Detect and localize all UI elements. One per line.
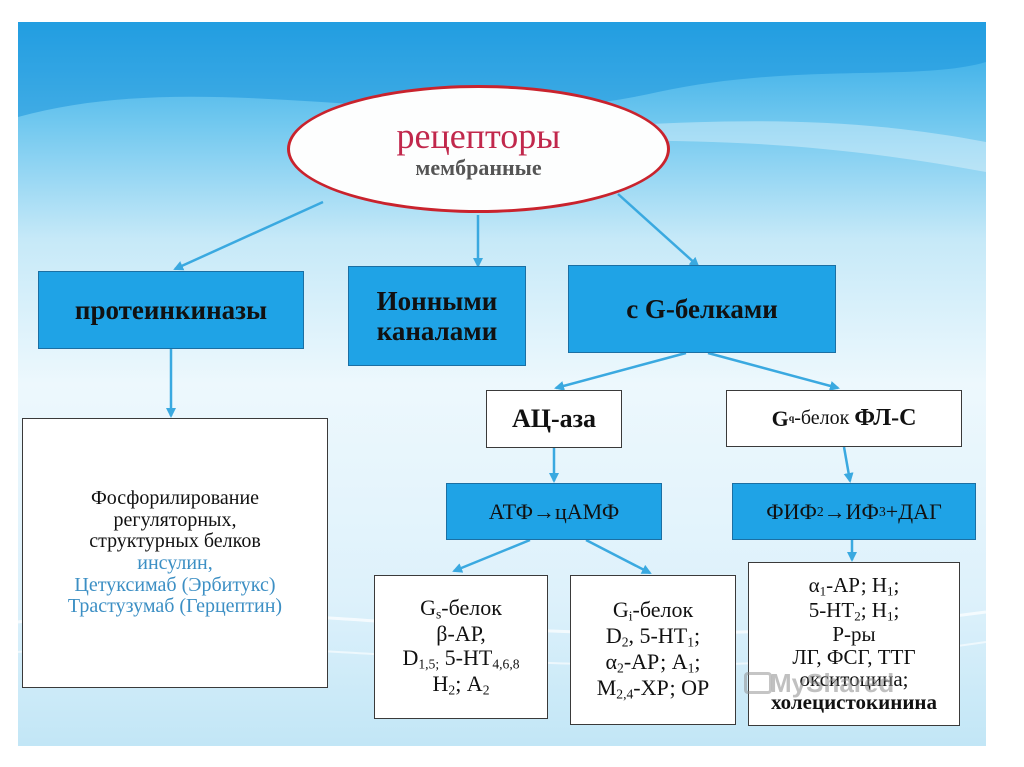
root-ellipse: рецепторы мембранные xyxy=(287,85,670,213)
ion-channels-line2: каналами xyxy=(377,316,498,346)
gq-receptors-line: Р-ры xyxy=(832,623,875,646)
watermark-icon xyxy=(744,672,772,694)
gs-title-rest: -белок xyxy=(441,595,502,620)
effects-line-3: структурных белков xyxy=(89,531,261,553)
gq-letter: G xyxy=(772,406,789,432)
proteinkinase-effects-box: Фосфорилирование регуляторных, структурн… xyxy=(22,418,328,688)
gi-title: Gi-белок xyxy=(613,598,693,624)
ac-enzyme-box: АЦ-аза xyxy=(486,390,622,448)
arrow-root-to-proteinkinases xyxy=(175,202,323,269)
dag-part: +ДАГ xyxy=(886,499,942,525)
if-sub: 3 xyxy=(879,504,886,520)
gs-beta: β-АР, xyxy=(436,622,485,646)
arrow-g-proteins-to-gq xyxy=(708,353,838,388)
gq-label: -белок xyxy=(794,407,854,430)
gi-protein-box: Gi-белок D2, 5-НТ1; α2-АР; А1; М2,4-ХР; … xyxy=(570,575,736,725)
fif-sub: 2 xyxy=(817,504,824,520)
root-subtitle: мембранные xyxy=(415,156,541,180)
gs-protein-box: Gs-белок β-АР, D1,5; 5-НТ4,6,8 Н2; А2 xyxy=(374,575,548,719)
root-title: рецепторы xyxy=(397,118,561,156)
arrow-gq-to-fif xyxy=(844,447,850,481)
gs-h-line: Н2; А2 xyxy=(432,672,489,698)
effects-insulin: инсулин, xyxy=(137,553,213,575)
g-proteins-box: с G-белками xyxy=(568,265,836,353)
gs-d-line: D1,5; 5-НТ4,6,8 xyxy=(402,646,519,672)
gi-alpha-line: α2-АР; А1; xyxy=(605,650,700,676)
gq-hormones-line: ЛГ, ФСГ, ТТГ xyxy=(792,646,915,669)
effects-cetuximab: Цетуксимаб (Эрбитукс) xyxy=(74,575,275,597)
gs-title: Gs-белок xyxy=(420,596,502,622)
gq-ht-line: 5-НТ2; Н1; xyxy=(809,599,900,623)
gi-m-line: М2,4-ХР; ОР xyxy=(597,676,710,702)
gq-receptor-box: α1-АР; Н1; 5-НТ2; Н1; Р-ры ЛГ, ФСГ, ТТГ … xyxy=(748,562,960,726)
fif-part: ФИФ xyxy=(766,499,817,525)
effects-trastuzumab: Трастузумаб (Герцептин) xyxy=(68,596,282,618)
ac-enzyme-label: АЦ-аза xyxy=(512,404,596,433)
arrow-atp-to-gs xyxy=(454,540,530,571)
effects-line-1: Фосфорилирование xyxy=(91,488,259,510)
if-part: →ИФ xyxy=(824,499,879,525)
g-proteins-label: с G-белками xyxy=(626,294,778,324)
atp-camp-label: АТФ→цАМФ xyxy=(489,499,620,525)
proteinkinases-box: протеинкиназы xyxy=(38,271,304,349)
arrow-root-to-g-proteins xyxy=(618,194,698,266)
proteinkinases-label: протеинкиназы xyxy=(75,295,267,325)
gi-d-line: D2, 5-НТ1; xyxy=(606,624,700,650)
effects-line-2: регуляторных, xyxy=(114,510,237,532)
arrow-atp-to-gi xyxy=(586,540,650,573)
gq-alpha-line: α1-АР; Н1; xyxy=(809,574,900,598)
slide: рецепторы мембранные протеинкиназы Ионны… xyxy=(18,22,986,746)
arrow-g-proteins-to-ac xyxy=(556,353,686,388)
atp-camp-box: АТФ→цАМФ xyxy=(446,483,662,540)
plc-enzyme: ФЛ-С xyxy=(854,405,916,432)
gs-letter: G xyxy=(420,595,436,620)
ion-channels-box: Ионными каналами xyxy=(348,266,526,366)
ion-channels-line1: Ионными xyxy=(377,286,498,316)
watermark-text: MyShared xyxy=(770,668,894,699)
